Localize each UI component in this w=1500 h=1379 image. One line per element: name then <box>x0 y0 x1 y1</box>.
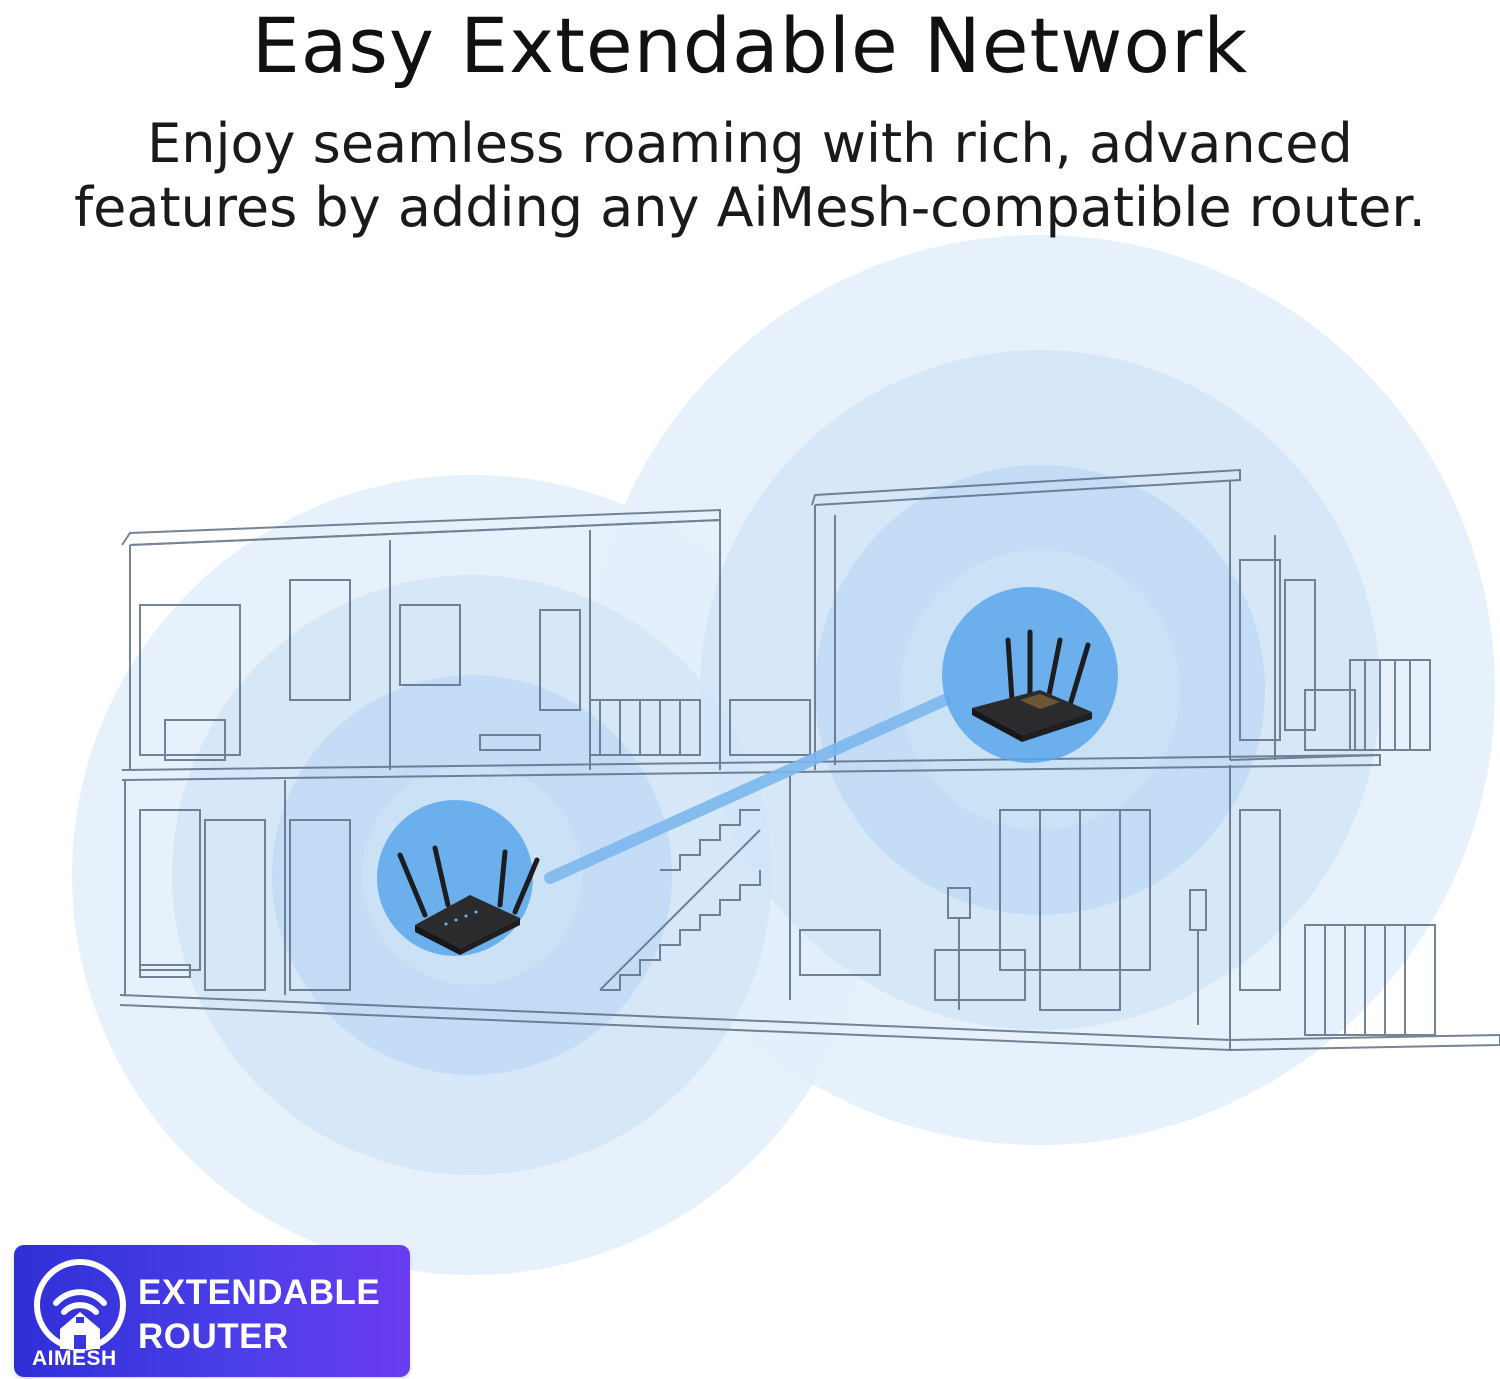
subtitle-line-2: features by adding any AiMesh-compatible… <box>74 176 1426 239</box>
mesh-link-line <box>544 694 951 884</box>
extendable-router-badge: AIMESH EXTENDABLE ROUTER <box>14 1245 410 1377</box>
router-upstairs <box>972 629 1092 742</box>
aimesh-label: AIMESH <box>32 1347 117 1370</box>
badge-line-1: EXTENDABLE <box>138 1273 381 1312</box>
aimesh-house-wifi-icon: AIMESH <box>28 1257 140 1370</box>
subtitle-line-1: Enjoy seamless roaming with rich, advanc… <box>147 112 1353 175</box>
badge-text: EXTENDABLE ROUTER <box>138 1271 380 1359</box>
house-sketch <box>119 468 1500 1052</box>
router-downstairs <box>397 845 540 955</box>
page-subtitle: Enjoy seamless roaming with rich, advanc… <box>0 112 1500 240</box>
page-title: Easy Extendable Network <box>251 1 1249 90</box>
badge-line-2: ROUTER <box>138 1317 289 1356</box>
